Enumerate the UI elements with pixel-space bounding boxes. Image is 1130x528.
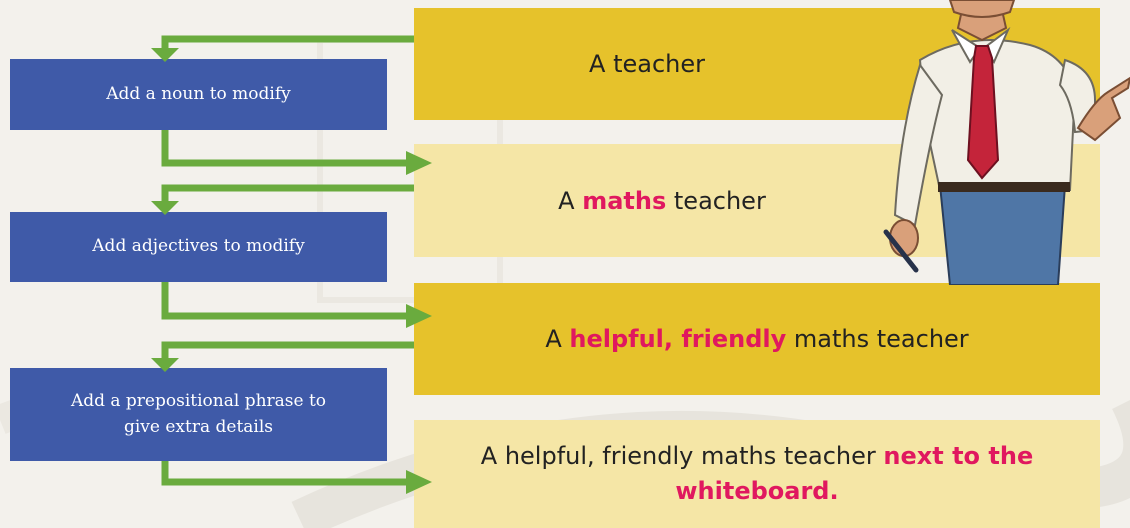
phrase-4-prefix: A helpful, friendly maths teacher (480, 442, 884, 471)
phrase-next-to-whiteboard: A helpful, friendly maths teacher next t… (414, 420, 1100, 528)
phrase-4-emphasis-1: next to the (883, 442, 1034, 471)
phrase-2-text: A maths teacher (558, 187, 766, 215)
phrase-4-emphasis-2: whiteboard. (675, 477, 839, 505)
step-add-adjectives-label: Add adjectives to modify (92, 236, 305, 257)
step-add-adjectives: Add adjectives to modify (10, 212, 387, 282)
step-add-prepositional-phrase: Add a prepositional phrase to give extra… (10, 368, 387, 461)
phrase-2-emphasis: maths (582, 186, 667, 215)
phrase-4-text: A helpful, friendly maths teacher next t… (481, 439, 1033, 509)
phrase-1-text: A teacher (589, 50, 705, 78)
phrase-2-prefix: A (558, 186, 583, 215)
phrase-3-suffix: maths teacher (786, 325, 969, 353)
phrase-3-prefix: A (545, 325, 570, 353)
phrase-2-suffix: teacher (666, 186, 766, 215)
step-add-noun-label: Add a noun to modify (106, 83, 291, 104)
phrase-3-text: A helpful, friendly maths teacher (545, 325, 968, 353)
phrase-helpful-friendly: A helpful, friendly maths teacher (414, 283, 1100, 395)
step-add-noun: Add a noun to modify (10, 59, 387, 130)
teacher-illustration (883, 0, 1130, 285)
pen-icon (883, 229, 919, 273)
phrase-3-emphasis: helpful, friendly (569, 325, 787, 353)
step-prepositional-line-2: give extra details (123, 416, 274, 437)
step-prepositional-line-1: Add a prepositional phrase to (70, 391, 327, 411)
